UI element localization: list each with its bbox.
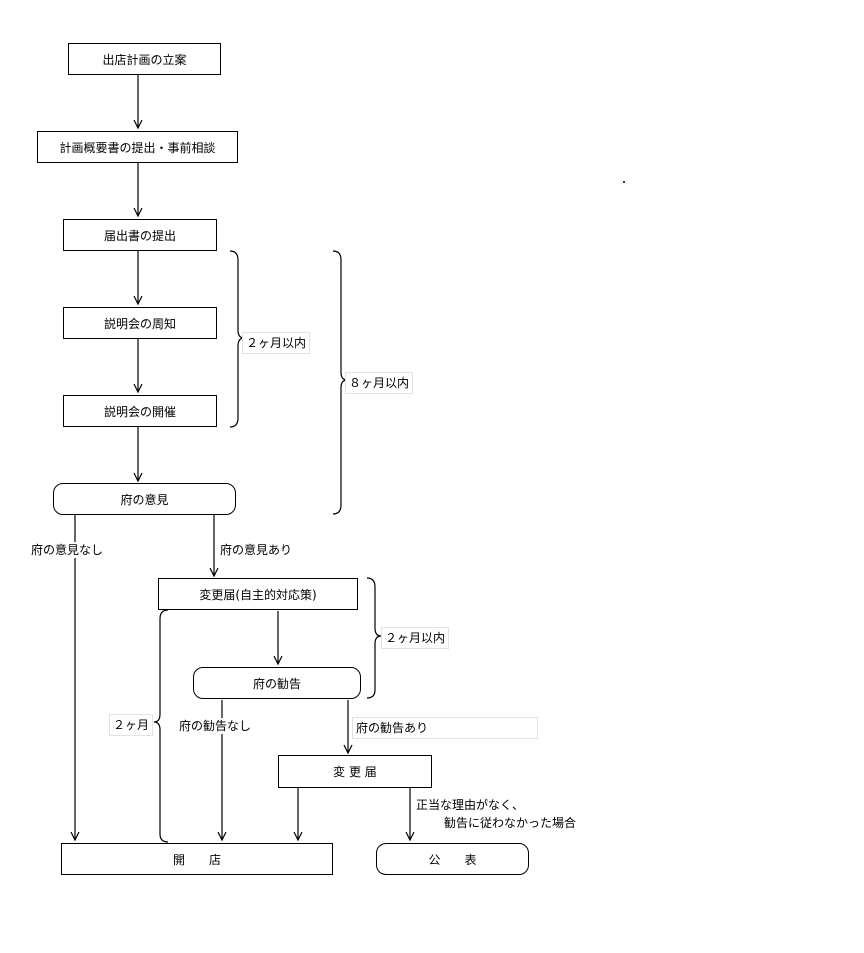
label-with-opinion: 府の意見あり — [220, 542, 293, 558]
node-prefecture-recommendation: 府の勧告 — [193, 667, 361, 699]
label-no-valid-reason-line1: 正当な理由がなく、 — [416, 798, 525, 812]
node-publication: 公 表 — [376, 843, 529, 875]
node-prefecture-opinion: 府の意見 — [53, 483, 236, 515]
brace-2-months-left — [153, 609, 169, 843]
label-within-2-months-b: ２ヶ月以内 — [381, 627, 450, 649]
node-briefing-notice: 説明会の周知 — [63, 307, 217, 339]
stray-dot — [623, 181, 625, 183]
node-change-notice: 変 更 届 — [278, 755, 432, 788]
label-with-recommendation: 府の勧告あり — [352, 717, 538, 739]
label-no-valid-reason: 正当な理由がなく、 勧告に従わなかった場合 — [416, 796, 577, 832]
node-change-notice-self: 変更届(自主的対応策) — [158, 578, 358, 610]
label-within-8-months: ８ヶ月以内 — [345, 372, 414, 394]
node-outline-submission: 計画概要書の提出・事前相談 — [37, 131, 238, 163]
label-no-valid-reason-line2: 勧告に従わなかった場合 — [444, 816, 577, 830]
label-no-recommendation: 府の勧告なし — [179, 718, 252, 734]
node-notification-submission: 届出書の提出 — [63, 219, 217, 251]
label-two-months: ２ヶ月 — [109, 714, 154, 736]
brace-2-months-b — [366, 577, 382, 699]
node-store-open: 開 店 — [61, 843, 333, 875]
label-no-opinion: 府の意見なし — [31, 542, 104, 558]
label-within-2-months-a: ２ヶ月以内 — [242, 332, 311, 354]
node-briefing-held: 説明会の開催 — [63, 395, 217, 427]
node-plan: 出店計画の立案 — [68, 43, 221, 75]
